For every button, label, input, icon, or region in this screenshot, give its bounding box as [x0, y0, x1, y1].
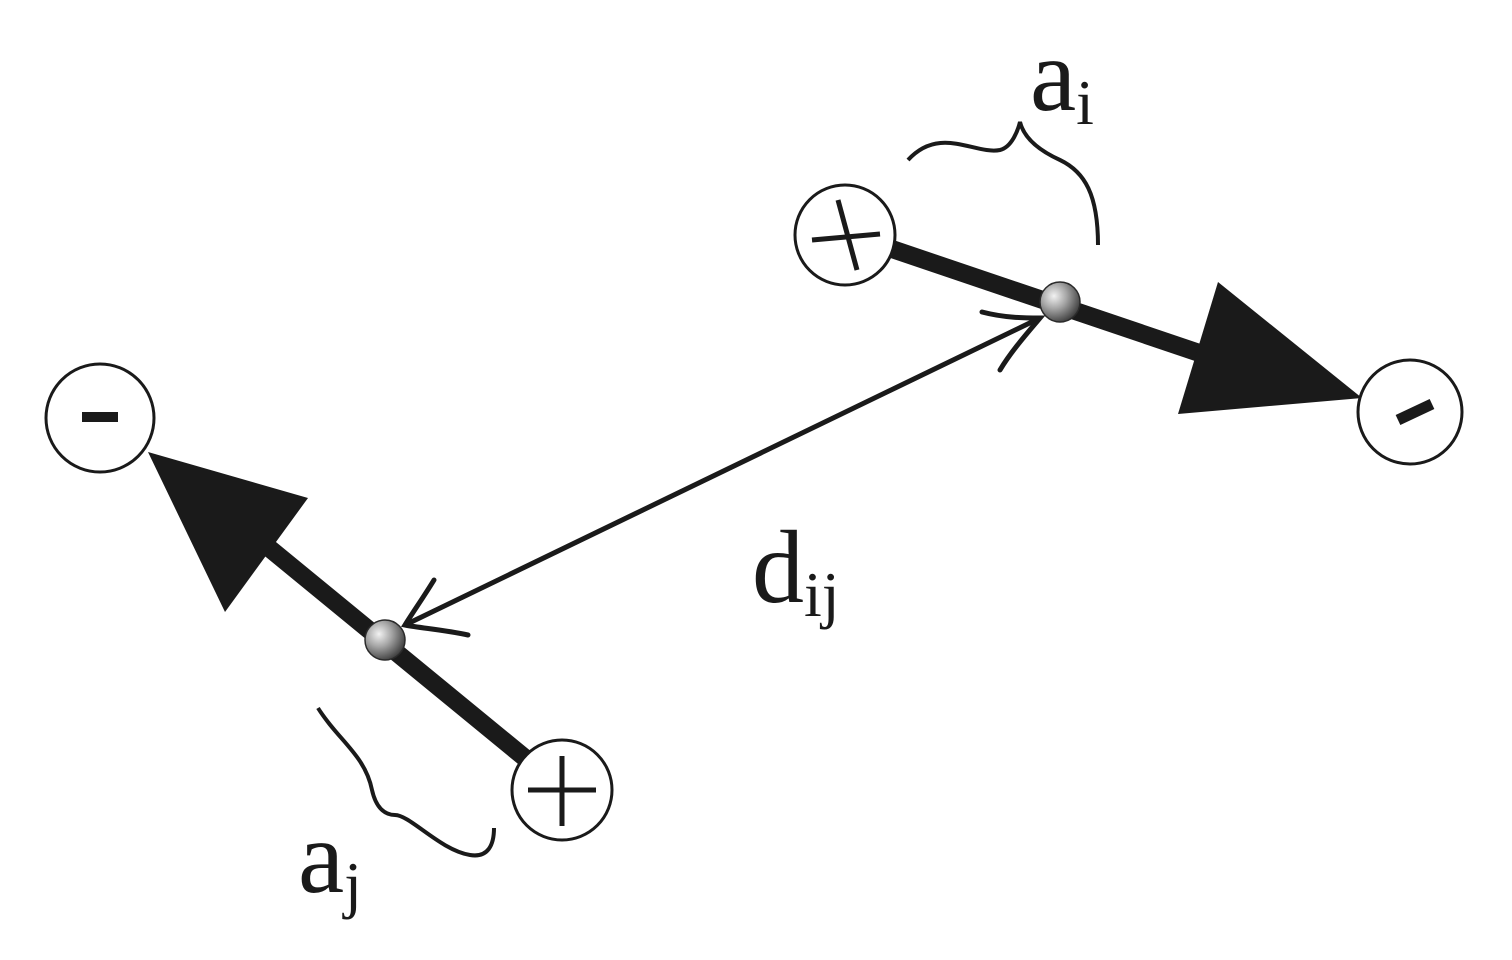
dipole-j-positive-charge — [510, 738, 614, 842]
dipole-i-arrowhead — [1178, 282, 1362, 414]
dipole-i-brace — [906, 121, 1100, 246]
dipole-j-arrowhead — [148, 452, 308, 612]
label-d-ij: dij — [752, 510, 840, 630]
dipole-i-negative-charge — [1356, 358, 1464, 466]
label-a-i: ai — [1030, 18, 1094, 138]
distance-arrowhead-j — [400, 577, 471, 638]
distance-arrowhead-i — [979, 309, 1046, 373]
distance-arrow — [400, 309, 1046, 638]
dipole-j-negative-charge — [44, 362, 156, 474]
dipole-j — [44, 362, 614, 858]
label-a-j: aj — [298, 800, 362, 920]
dipole-j-center-sphere — [364, 619, 406, 661]
dipole-j-brace — [316, 706, 496, 858]
dipole-i-center-sphere — [1039, 281, 1081, 323]
dipole-i — [793, 121, 1464, 466]
dipole-i-positive-charge — [793, 183, 897, 287]
distance-line — [403, 315, 1042, 628]
